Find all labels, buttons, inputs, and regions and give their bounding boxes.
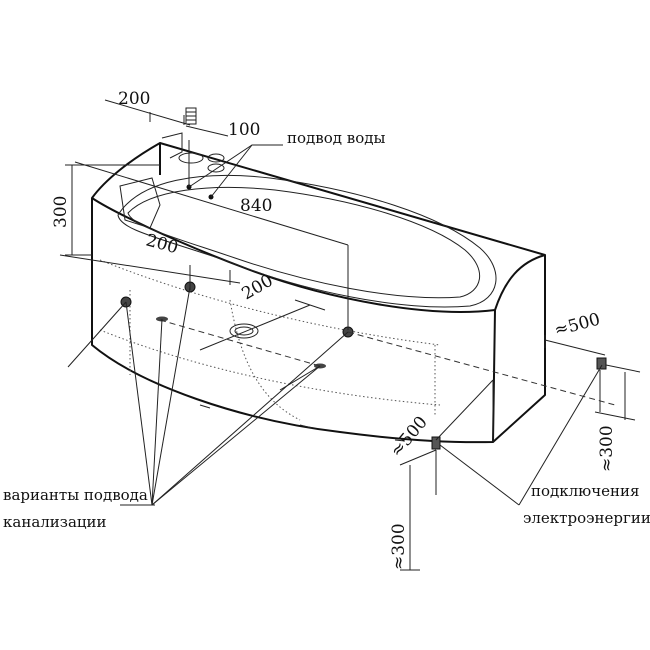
dimension-lines [59, 99, 641, 571]
dim-300-bottom: ≈300 [389, 523, 409, 570]
label-drain-line2: канализации [3, 513, 107, 531]
faucet-base [178, 152, 204, 164]
dim-300-left: 300 [51, 196, 71, 228]
dim-500-front: ≈500 [387, 413, 432, 462]
bathtub-body [91, 142, 546, 444]
dim-200-inner: 200 [239, 271, 277, 305]
dim-500-right: ≈500 [552, 309, 602, 340]
callout-leaders [120, 144, 603, 506]
dim-200-mid: 200 [144, 231, 181, 259]
tub-headrest [119, 177, 161, 229]
dim-100: 100 [228, 120, 260, 140]
label-power-line2: электроэнергии [523, 509, 650, 527]
drain-options [120, 281, 354, 369]
tub-right-end [492, 255, 546, 443]
dim-200-top: 200 [118, 89, 150, 109]
power-box-right [596, 357, 607, 370]
dim-300-right: ≈300 [597, 425, 617, 472]
power-outlets [431, 357, 607, 450]
label-water-supply: подвод воды [287, 129, 385, 147]
dim-840: 840 [240, 196, 272, 216]
label-drain-line1: варианты подвода [3, 486, 148, 504]
drain-outlet [229, 323, 259, 339]
label-power-line1: подключения [531, 482, 639, 500]
faucet-group [161, 107, 225, 200]
power-box-front [431, 436, 441, 450]
tub-basin-inner [117, 174, 497, 308]
tub-basin-inner-2 [127, 186, 481, 299]
tub-front-apron [91, 198, 496, 444]
